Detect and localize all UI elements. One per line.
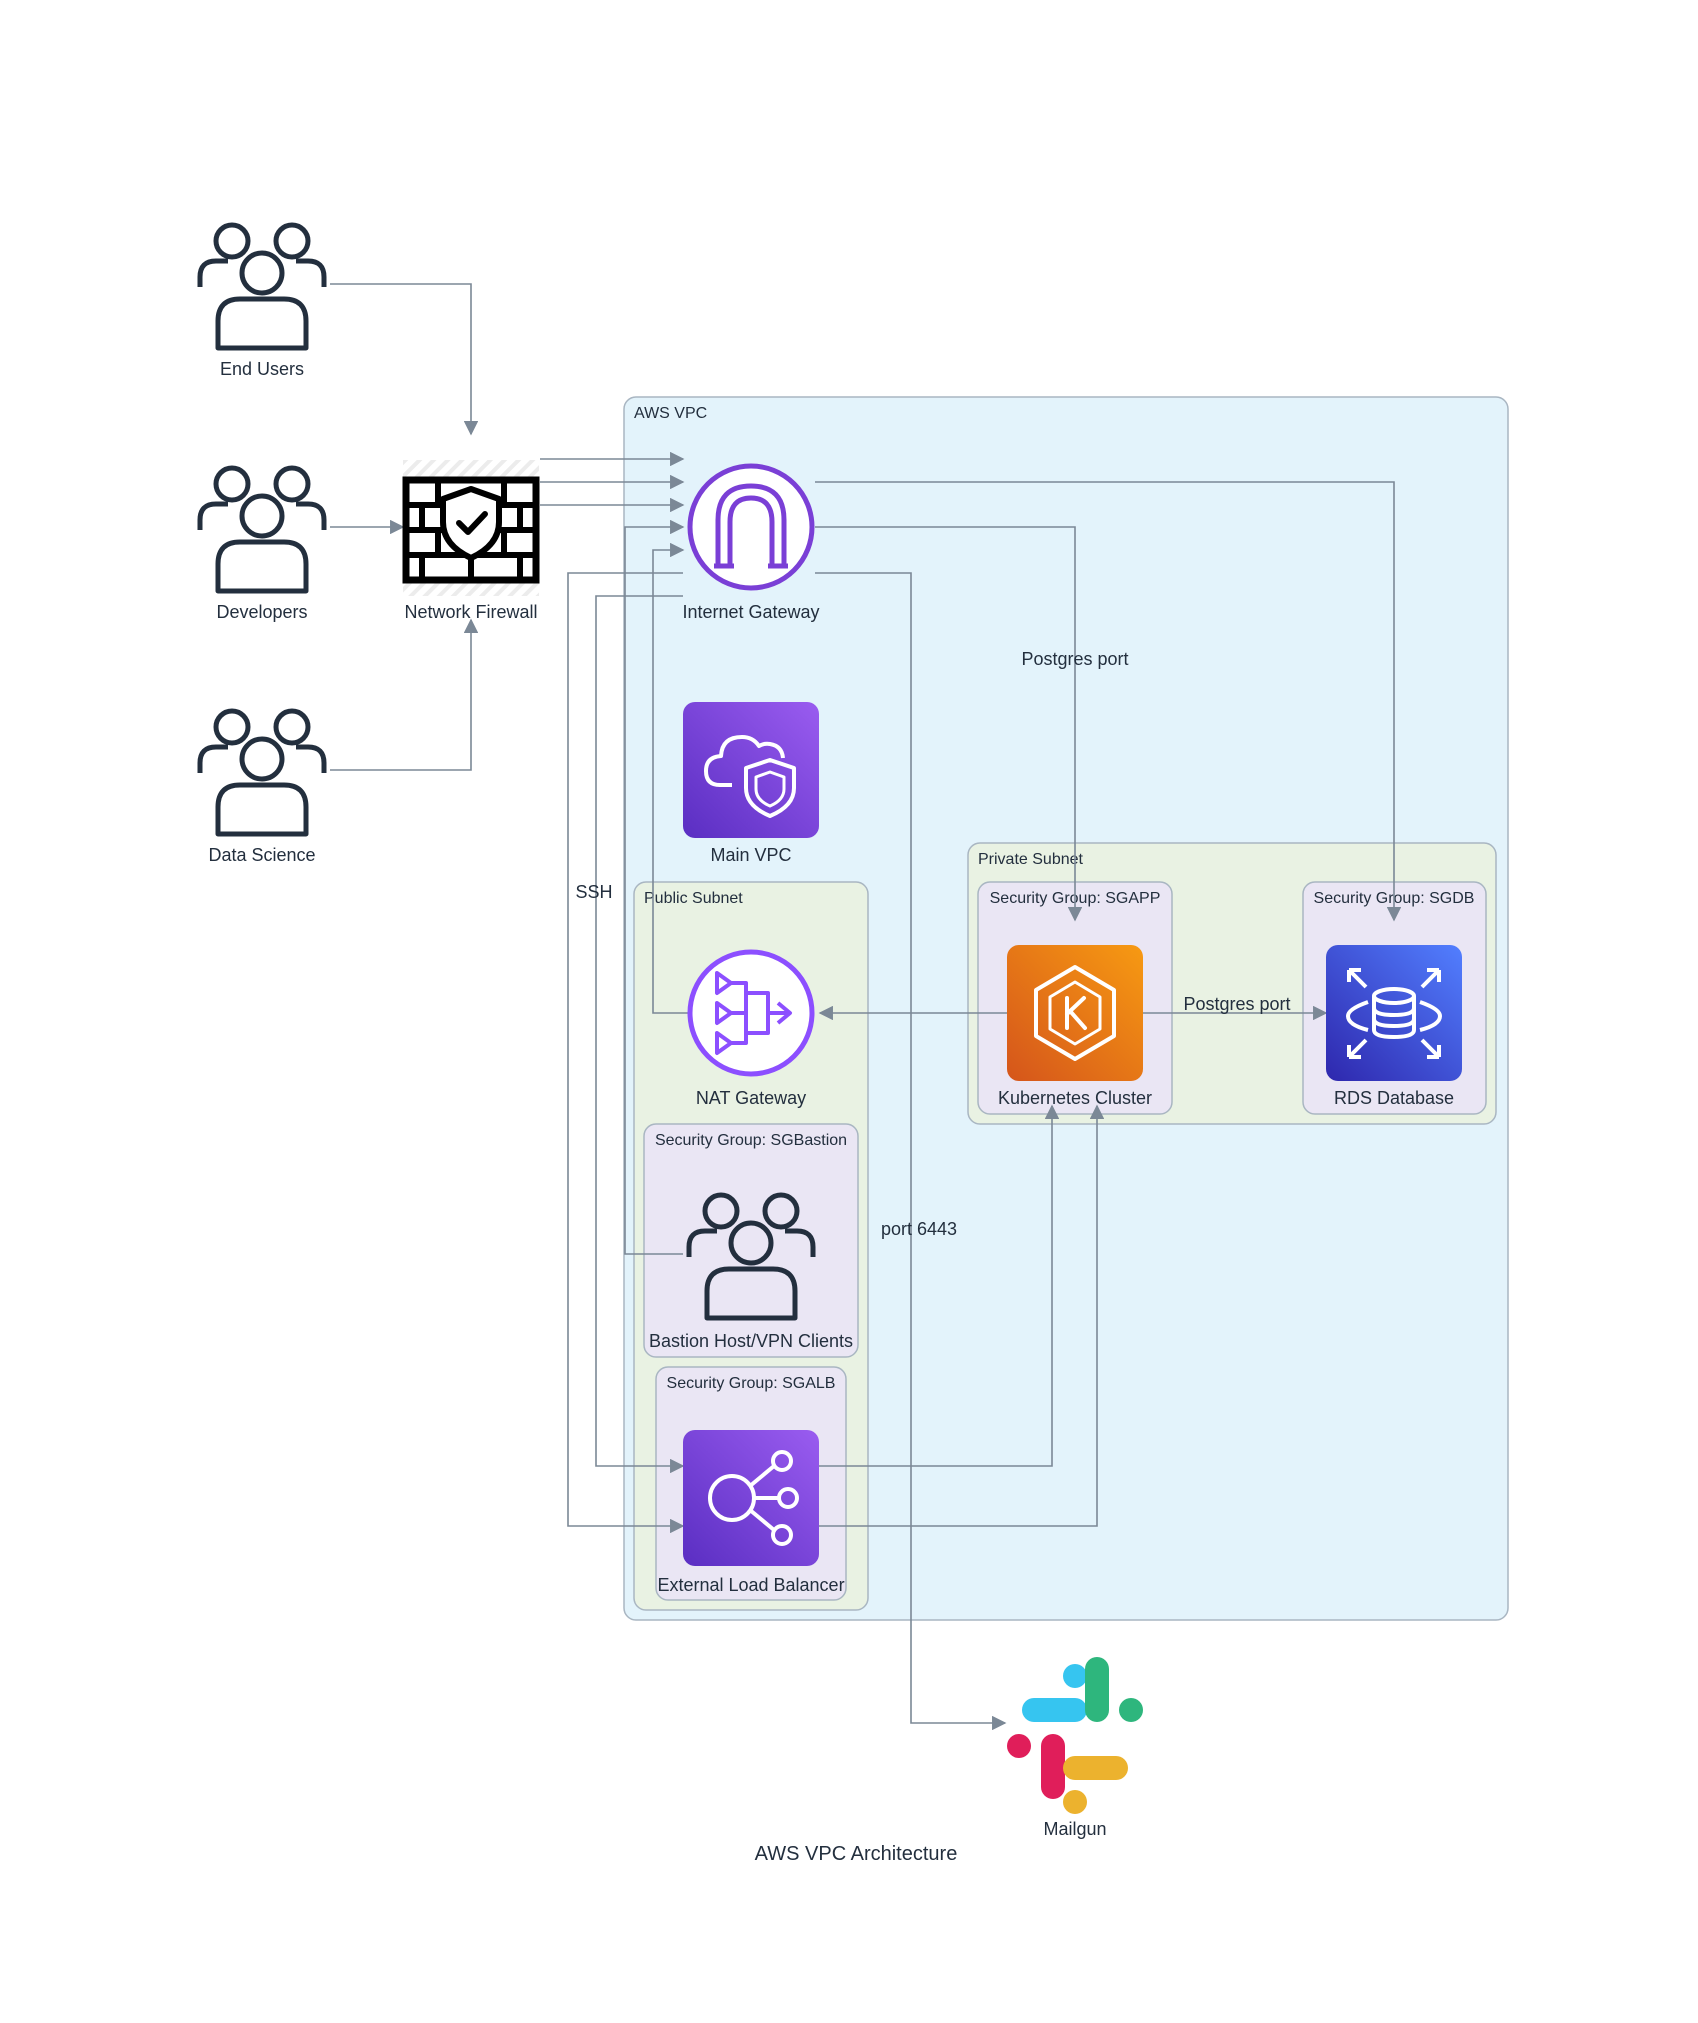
kubernetes-icon	[1007, 945, 1143, 1081]
sg-alb-label: Security Group: SGALB	[667, 1375, 836, 1392]
node-kubernetes-cluster: Kubernetes Cluster	[998, 945, 1152, 1108]
node-bastion-host: Bastion Host/VPN Clients	[649, 1195, 853, 1351]
edge-alb-kubernetes-2	[818, 1104, 1105, 1527]
node-external-load-balancer: External Load Balancer	[657, 1430, 845, 1595]
firewall-icon	[402, 476, 540, 584]
edge-igw-alb-2	[567, 572, 685, 1534]
users-icon	[200, 711, 324, 834]
sg-bastion-group	[643, 1123, 859, 1358]
edge-igw-kubernetes	[815, 526, 1083, 922]
node-mailgun: Mailgun	[1007, 1657, 1143, 1839]
node-rds-database: RDS Database	[1326, 945, 1462, 1108]
edge-label-postgres-top: Postgres port	[1021, 649, 1128, 669]
node-data-science: Data Science	[200, 711, 324, 865]
load-balancer-icon	[683, 1430, 819, 1566]
edge-label-postgres-mid: Postgres port	[1183, 994, 1290, 1014]
slack-logo-icon	[1007, 1657, 1143, 1814]
node-kubernetes-cluster-label: Kubernetes Cluster	[998, 1088, 1152, 1108]
node-network-firewall: Network Firewall	[402, 460, 540, 622]
edges	[330, 283, 1402, 1731]
node-rds-database-label: RDS Database	[1334, 1088, 1454, 1108]
node-internet-gateway-label: Internet Gateway	[682, 602, 819, 622]
edge-igw-mailgun	[815, 572, 1007, 1731]
edge-bastion-igw	[624, 519, 685, 1255]
node-internet-gateway: Internet Gateway	[682, 463, 820, 622]
node-data-science-label: Data Science	[208, 845, 315, 865]
node-external-load-balancer-label: External Load Balancer	[657, 1575, 844, 1595]
aws-vpc-group-label: AWS VPC	[634, 405, 707, 422]
private-subnet-label: Private Subnet	[978, 851, 1084, 868]
public-subnet-label: Public Subnet	[644, 890, 743, 907]
edge-label-port-6443: port 6443	[881, 1219, 957, 1239]
diagram-title: AWS VPC Architecture	[755, 1843, 958, 1865]
node-network-firewall-label: Network Firewall	[404, 602, 537, 622]
node-end-users: End Users	[200, 225, 324, 379]
internet-gateway-icon	[687, 463, 815, 591]
sg-bastion-label: Security Group: SGBastion	[655, 1132, 847, 1149]
users-icon	[200, 468, 324, 591]
node-nat-gateway-label: NAT Gateway	[696, 1088, 806, 1108]
node-developers: Developers	[200, 468, 324, 622]
edge-endusers-firewall	[330, 283, 479, 436]
edge-nat-igw	[652, 542, 688, 1014]
vpc-cloud-shield-icon	[683, 702, 819, 838]
node-main-vpc: Main VPC	[683, 702, 819, 865]
node-bastion-host-label: Bastion Host/VPN Clients	[649, 1331, 853, 1351]
nat-gateway-icon	[687, 949, 815, 1077]
edge-alb-kubernetes-1	[818, 1104, 1060, 1467]
node-main-vpc-label: Main VPC	[710, 845, 791, 865]
edge-igw-alb-1	[595, 595, 685, 1474]
users-icon	[200, 225, 324, 348]
database-icon	[1326, 945, 1462, 1081]
edge-datascience-firewall	[330, 618, 479, 771]
edge-label-ssh: SSH	[575, 882, 612, 902]
node-nat-gateway: NAT Gateway	[687, 949, 815, 1108]
node-mailgun-label: Mailgun	[1043, 1819, 1106, 1839]
edge-igw-rds	[815, 481, 1402, 922]
node-developers-label: Developers	[216, 602, 307, 622]
node-end-users-label: End Users	[220, 359, 304, 379]
